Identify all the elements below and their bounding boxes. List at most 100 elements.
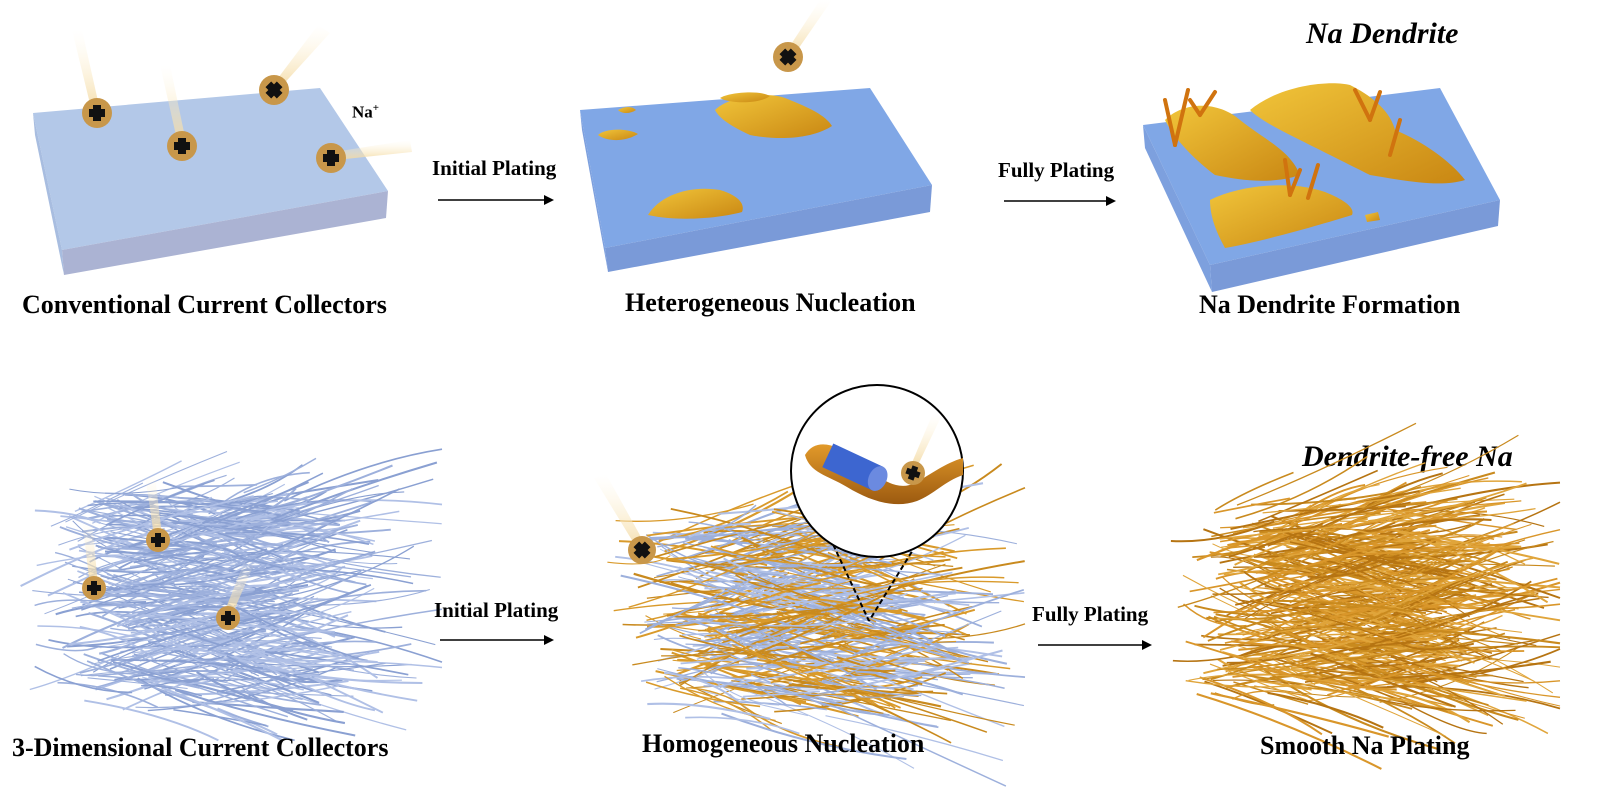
fiber <box>1343 542 1520 557</box>
fiber <box>1365 687 1471 724</box>
fiber <box>1227 541 1415 550</box>
fiber <box>271 539 433 576</box>
fiber <box>832 591 1025 612</box>
arrow-label-initial-plating: Initial Plating <box>434 598 559 622</box>
fiber <box>1301 599 1434 630</box>
fiber <box>690 687 753 714</box>
fiber <box>1288 587 1377 607</box>
fiber <box>110 659 264 670</box>
fiber <box>207 583 372 651</box>
fiber <box>738 623 877 691</box>
fiber <box>1322 569 1501 629</box>
fiber <box>1310 652 1456 708</box>
fiber <box>1259 665 1439 751</box>
fiber <box>1364 563 1555 567</box>
fiber <box>1415 577 1558 610</box>
fiber <box>670 508 835 560</box>
fiber <box>869 630 962 642</box>
fiber <box>738 574 817 599</box>
sodium-ion <box>316 143 346 173</box>
fiber <box>1304 536 1453 576</box>
fiber <box>615 555 772 597</box>
fiber <box>237 560 334 584</box>
fiber <box>1380 523 1472 536</box>
fiber <box>654 531 829 579</box>
fiber <box>1267 691 1384 729</box>
fiber <box>678 667 787 706</box>
fiber <box>102 537 230 562</box>
fiber <box>1330 616 1454 631</box>
fiber <box>1358 534 1503 548</box>
fiber <box>123 555 242 591</box>
fiber <box>82 591 265 597</box>
fiber <box>1251 491 1392 506</box>
slab-side-face <box>62 191 388 275</box>
fiber <box>1400 642 1475 651</box>
fiber <box>1301 640 1429 663</box>
fiber <box>262 556 412 578</box>
fiber <box>1395 648 1561 683</box>
fiber <box>246 666 402 681</box>
fiber <box>688 521 753 542</box>
fiber <box>1236 422 1417 506</box>
fiber <box>707 625 873 704</box>
heterogeneous-nucleation-illustration <box>580 0 932 272</box>
fiber <box>133 550 210 564</box>
fiber <box>1337 518 1492 540</box>
fiber <box>863 570 1024 603</box>
fiber <box>1228 522 1324 558</box>
fiber <box>1239 581 1385 647</box>
fiber <box>1354 497 1487 538</box>
fiber <box>798 596 926 620</box>
fiber <box>225 516 374 545</box>
fiber <box>34 509 101 525</box>
caption-homogeneous-nucleation: Homogeneous Nucleation <box>642 729 925 758</box>
fiber <box>685 716 800 735</box>
fiber <box>1363 656 1504 725</box>
fiber <box>1373 566 1513 631</box>
ions-on-3d-mesh <box>82 475 255 630</box>
fiber <box>721 712 907 761</box>
fiber <box>174 628 278 676</box>
fiber <box>663 578 857 615</box>
fiber <box>86 660 269 728</box>
fiber <box>773 685 890 716</box>
sodium-ion <box>259 75 289 105</box>
fiber <box>1254 685 1372 698</box>
fiber <box>682 542 852 595</box>
fiber <box>151 612 335 633</box>
fiber <box>697 689 809 717</box>
fiber <box>266 614 352 639</box>
fiber <box>726 626 854 637</box>
fiber <box>62 587 218 649</box>
fiber <box>196 610 331 616</box>
fiber <box>1212 543 1272 557</box>
fiber <box>823 679 922 697</box>
magnified-fiber-inset <box>790 384 964 622</box>
fiber <box>251 508 442 525</box>
fiber <box>283 448 443 502</box>
fiber <box>1352 560 1509 628</box>
fiber <box>760 623 945 666</box>
fiber <box>1196 692 1382 770</box>
fiber <box>804 669 896 709</box>
fiber <box>1251 522 1399 586</box>
fiber <box>688 522 751 539</box>
fiber <box>1199 676 1323 736</box>
fiber <box>174 689 356 737</box>
arrow-icon <box>438 195 554 205</box>
ion-charge: + <box>372 102 380 114</box>
fiber <box>1293 606 1447 635</box>
fiber <box>220 471 310 505</box>
fiber <box>1371 524 1437 536</box>
fiber <box>657 504 757 548</box>
fiber <box>1359 596 1474 634</box>
fiber <box>235 606 359 660</box>
fiber <box>671 591 740 610</box>
fiber <box>1235 582 1302 612</box>
sodium-ion <box>82 576 106 600</box>
fiber <box>106 506 233 558</box>
slab-left-face <box>33 113 64 275</box>
fiber <box>225 584 294 592</box>
fiber <box>839 547 1006 577</box>
